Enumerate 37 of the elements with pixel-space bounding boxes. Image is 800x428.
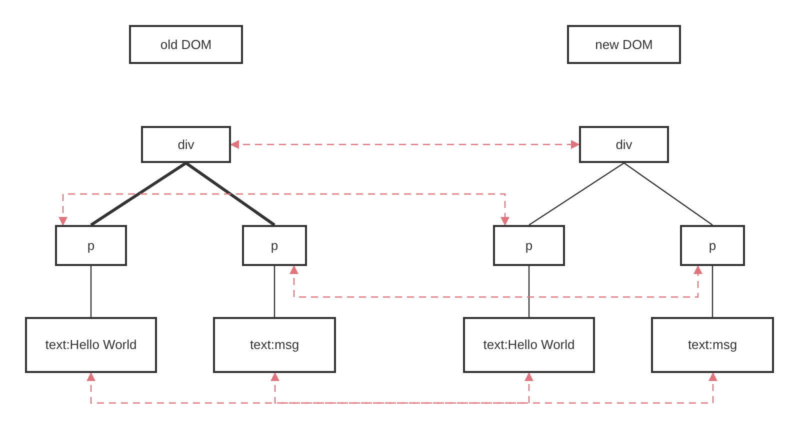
node-label: new DOM — [595, 36, 653, 54]
tree-line — [90, 162, 187, 226]
tree-line — [528, 162, 624, 226]
tree-node-box — [55, 225, 127, 266]
tree-line — [90, 266, 92, 317]
node-label: div — [616, 136, 632, 154]
node-label: text:Hello World — [45, 336, 137, 354]
tree-line — [528, 266, 530, 317]
tree-node-box — [213, 317, 336, 373]
node-label: p — [87, 236, 95, 255]
node-label: p — [708, 236, 716, 255]
tree-node-box — [567, 25, 681, 64]
tree-node-box — [579, 126, 669, 163]
tree-line — [185, 162, 276, 226]
dashed-arrow — [230, 140, 580, 149]
node-label: old DOM — [160, 36, 212, 54]
tree-node-box — [129, 25, 243, 64]
node-label: text:Hello World — [483, 336, 575, 354]
node-label: text:msg — [688, 336, 738, 354]
tree-line — [624, 162, 713, 226]
dashed-arrow — [58, 193, 510, 226]
tree-node-box — [651, 317, 774, 373]
tree-line — [274, 266, 276, 317]
dashed-arrow — [290, 265, 702, 298]
dashed-arrow — [270, 372, 718, 404]
node-label: p — [525, 236, 533, 255]
node-label: p — [270, 236, 278, 255]
tree-node-box — [242, 225, 307, 266]
tree-node-box — [25, 317, 157, 373]
tree-node-box — [493, 225, 565, 266]
tree-line — [712, 266, 714, 317]
node-label: text:msg — [250, 336, 300, 354]
dashed-arrow — [86, 372, 534, 404]
node-label: div — [178, 136, 194, 154]
tree-node-box — [680, 225, 745, 266]
tree-node-box — [141, 126, 231, 163]
tree-node-box — [463, 317, 595, 373]
